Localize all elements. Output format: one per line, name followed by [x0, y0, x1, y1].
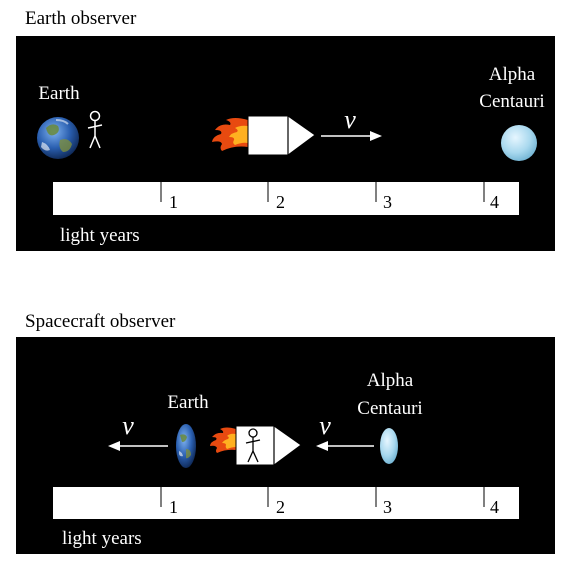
ruler-tick-label-3: 3 [383, 192, 392, 212]
ruler-tick-label-2: 2 [276, 497, 285, 517]
spacecraft-observer-panel: v Earth [16, 337, 555, 554]
alpha-centauri-label-line1: Alpha [489, 64, 536, 85]
velocity-label: v [344, 105, 356, 134]
flame-icon [210, 427, 236, 453]
velocity-label-right: v [319, 411, 331, 440]
velocity-arrow-left-icon [108, 441, 168, 451]
stick-figure-icon [87, 110, 103, 149]
alpha-centauri-label-line2: Centauri [479, 91, 544, 112]
earth-globe-icon [37, 117, 79, 159]
ruler-tick-label-2: 2 [276, 192, 285, 212]
ruler-tick-label-4: 4 [490, 497, 499, 517]
ruler-caption: light years [60, 225, 140, 246]
earth-observer-diagram: Earth v [37, 64, 545, 246]
ruler-tick-label-1: 1 [169, 497, 178, 517]
earth-label: Earth [38, 83, 80, 104]
spacecraft-observer-diagram: v Earth [53, 370, 519, 549]
ruler-bar [53, 487, 519, 519]
spacecraft-icon [247, 115, 316, 156]
alpha-centauri-icon [501, 125, 537, 161]
earth-observer-panel: Earth v [16, 36, 555, 251]
ruler-tick-label-4: 4 [490, 192, 499, 212]
velocity-arrow-icon [321, 131, 382, 141]
flame-icon [212, 118, 248, 151]
stick-figure-icon [245, 428, 261, 463]
ruler-bar [53, 182, 519, 215]
spacecraft-observer-heading: Spacecraft observer [25, 311, 176, 332]
distance-ruler: 1 2 3 4 [53, 182, 519, 215]
ruler-tick-label-3: 3 [383, 497, 392, 517]
earth-label: Earth [167, 392, 209, 413]
alpha-centauri-label-line1: Alpha [367, 370, 414, 391]
velocity-arrow-right-icon [316, 441, 374, 451]
ruler-caption: light years [62, 528, 142, 549]
ruler-tick-label-1: 1 [169, 192, 178, 212]
alpha-centauri-contracted-icon [380, 428, 398, 464]
velocity-label-left: v [122, 411, 134, 440]
earth-observer-heading: Earth observer [25, 8, 137, 29]
earth-globe-contracted-icon [176, 424, 196, 468]
alpha-centauri-label-line2: Centauri [357, 398, 422, 419]
distance-ruler: 1 2 3 4 [53, 487, 519, 519]
spacecraft-icon [235, 425, 302, 466]
